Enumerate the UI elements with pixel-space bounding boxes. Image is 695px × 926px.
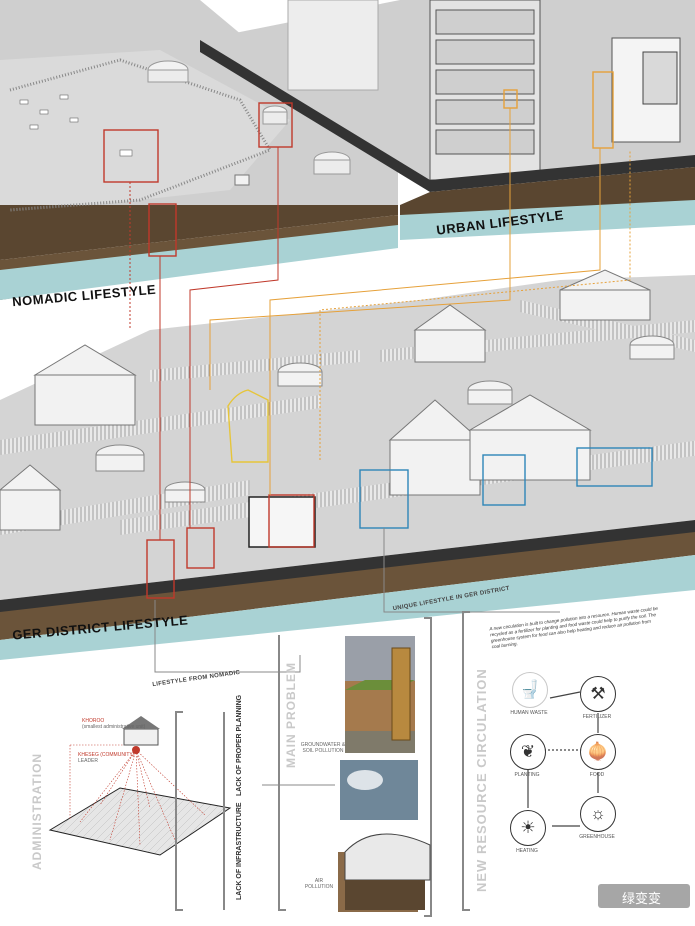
air-pollution-label: AIR POLLUTION [304,878,334,890]
khoroo-label: KHOROO [82,718,105,724]
plant-icon: ❦ [510,734,546,770]
new-resource-circulation-label: NEW RESOURCE CIRCULATION [474,668,489,892]
groundwater-pollution-label: GROUNDWATER & SOIL POLLUTION [300,742,346,754]
administration-label: ADMINISTRATION [30,752,44,870]
khoroo-sub-label: (smallest administrative unit) [82,724,146,730]
soil-sections [338,636,431,912]
greenhouse-label: GREENHOUSE [579,834,615,840]
administration-grid [48,716,232,856]
heating-label: HEATING [516,848,538,854]
kheseg-sub-label: LEADER [78,758,99,764]
cycle-arrows [527,691,599,827]
ger-district-block [0,269,695,660]
food-label: FOOD [589,772,605,778]
toilet-icon: 🚽 [512,672,548,708]
greenhouse-icon: ☼ [580,796,616,832]
human-waste-label: HUMAN WASTE [510,710,548,716]
onion-icon: 🧅 [580,734,616,770]
lack-of-infrastructure-label: LACK OF INFRASTRUCTURE [236,802,243,900]
kheseg-label: KHESEG (COMMUNITY) [78,752,135,758]
planting-label: PLANTING [514,772,540,778]
connector-lines [129,108,631,673]
worker-icon: ⚒ [580,676,616,712]
highlight-frames [103,71,653,599]
fertilizer-label: FERTILIZER [582,714,612,720]
sun-icon: ☀ [510,810,546,846]
lack-of-planning-label: LACK OF PROPER PLANNING [236,694,243,796]
nomadic-block [0,0,398,300]
main-problem-label: MAIN PROBLEM [284,662,298,768]
watermark-text: 绿变变 [622,892,662,907]
watermark-badge [598,884,690,908]
problem-bracket [175,611,470,917]
